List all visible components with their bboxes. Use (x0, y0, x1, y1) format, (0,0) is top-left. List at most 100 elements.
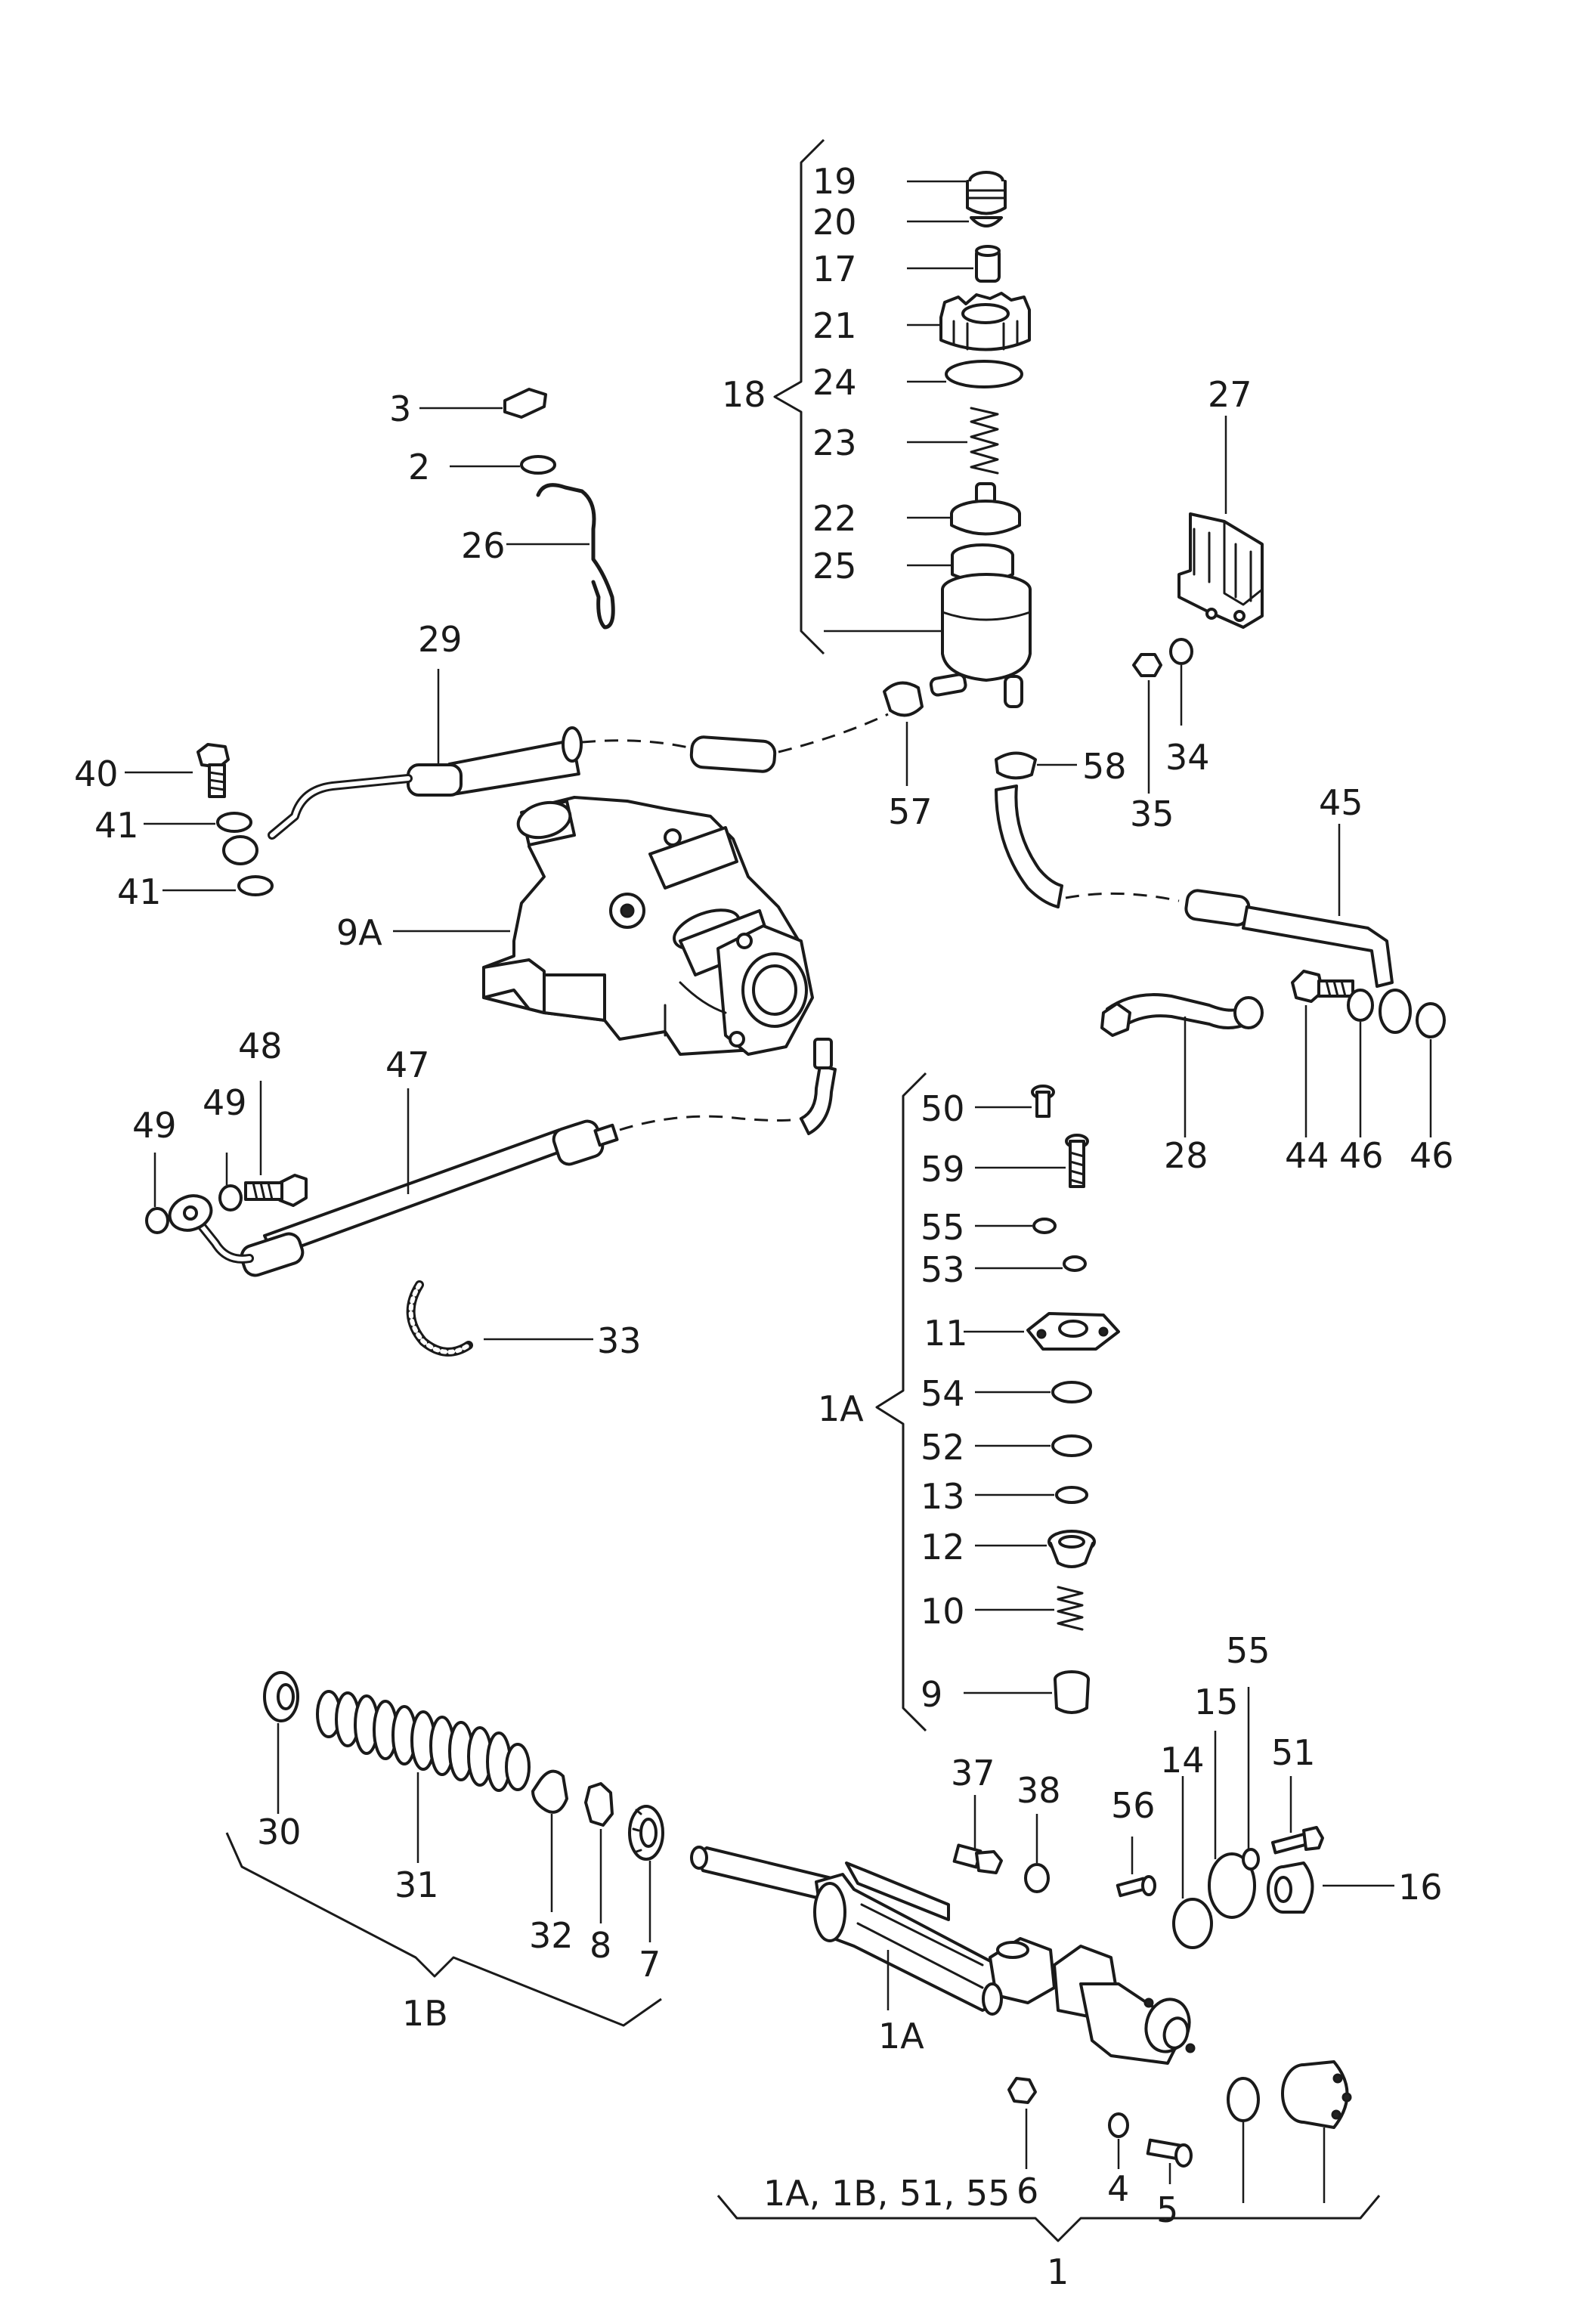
seal-30 (263, 1671, 299, 1722)
label-31: 31 (395, 1864, 439, 1905)
spring-23 (970, 407, 999, 475)
label-1A-rack: 1A (878, 2016, 924, 2056)
label-37: 37 (951, 1753, 995, 1793)
filter-22 (950, 482, 1021, 536)
screw-5 (1146, 2138, 1193, 2168)
o-ring-52 (1051, 1434, 1092, 1457)
label-22: 22 (812, 498, 857, 539)
valve-cup-12 (1047, 1530, 1096, 1568)
fitting-37 (952, 1843, 1003, 1874)
label-8: 8 (590, 1925, 611, 1966)
label-18: 18 (722, 374, 766, 415)
label-15: 15 (1194, 1682, 1239, 1722)
label-41-upper: 41 (94, 805, 139, 846)
brace-1A (875, 1072, 927, 1732)
label-44: 44 (1285, 1135, 1329, 1176)
sleeve-17 (975, 245, 1001, 283)
washer-49-left (145, 1207, 169, 1234)
label-32: 32 (529, 1915, 574, 1956)
label-30: 30 (257, 1812, 302, 1852)
band-clamp-33 (406, 1280, 473, 1357)
pipe-28 (1100, 993, 1264, 1037)
label-9: 9 (921, 1674, 942, 1715)
label-49-left: 49 (132, 1105, 177, 1146)
nut-35 (1132, 653, 1162, 677)
hose-clamp-57 (883, 681, 924, 717)
label-3: 3 (389, 388, 411, 429)
label-55-rack: 55 (1226, 1630, 1270, 1671)
o-ring-rack (1227, 2077, 1260, 2122)
label-23: 23 (812, 422, 857, 463)
label-25: 25 (812, 546, 857, 586)
washer-2 (520, 455, 556, 475)
reservoir-body (929, 573, 1032, 708)
screw-56 (1116, 1875, 1156, 1898)
label-46-left: 46 (1339, 1135, 1384, 1176)
cap-19 (966, 171, 1007, 215)
washer-49-right (218, 1184, 243, 1212)
label-51: 51 (1271, 1732, 1316, 1773)
label-28: 28 (1164, 1135, 1208, 1176)
washer-55-rack (1242, 1848, 1260, 1871)
bush-16 (1267, 1861, 1314, 1914)
label-4: 4 (1107, 2168, 1129, 2209)
washer-53 (1063, 1255, 1087, 1272)
label-40: 40 (74, 754, 119, 794)
label-38: 38 (1017, 1770, 1061, 1811)
label-12: 12 (921, 1527, 965, 1567)
screw-59 (1065, 1134, 1089, 1188)
label-41-lower: 41 (117, 871, 162, 912)
banjo-bolt-48 (244, 1174, 308, 1207)
brace-18 (773, 138, 825, 655)
label-2: 2 (408, 447, 430, 487)
flange-11 (1026, 1312, 1120, 1351)
brace-1 (716, 2195, 1381, 2242)
label-11: 11 (924, 1313, 968, 1354)
return-hose-29 (222, 713, 889, 865)
washer-55-valve (1032, 1218, 1057, 1234)
label-56: 56 (1111, 1785, 1156, 1826)
brace-1B (225, 1832, 662, 2027)
o-ring-24 (945, 360, 1023, 388)
bolt-40 (196, 743, 230, 798)
washer-4 (1108, 2112, 1129, 2138)
label-1B: 1B (402, 1993, 448, 2034)
disc-14 (1172, 1898, 1213, 1949)
screw-51 (1270, 1826, 1324, 1855)
label-7: 7 (639, 1944, 661, 1985)
label-20: 20 (812, 202, 857, 243)
label-49-right: 49 (203, 1082, 247, 1123)
label-21: 21 (812, 305, 857, 346)
label-17: 17 (812, 249, 857, 289)
washer-46-right (1416, 1002, 1446, 1038)
label-48: 48 (238, 1026, 283, 1066)
label-33: 33 (597, 1320, 642, 1361)
nut-3 (503, 388, 547, 419)
label-6: 6 (1017, 2171, 1038, 2211)
label-45: 45 (1319, 782, 1363, 823)
label-14: 14 (1160, 1740, 1205, 1781)
steering-rack-1A (690, 1846, 1196, 2065)
label-35: 35 (1130, 794, 1174, 834)
bolt-50 (1031, 1085, 1055, 1118)
label-54: 54 (921, 1373, 965, 1414)
label-9A: 9A (336, 912, 382, 953)
label-group-parts: 1A, 1B, 51, 55 (763, 2173, 1010, 2214)
rack-mount-bush (1281, 2060, 1352, 2129)
hose-clamp-58 (995, 751, 1037, 780)
nut-6 (1007, 2077, 1037, 2104)
bracket-wire-26 (536, 483, 615, 630)
bracket-27 (1177, 512, 1264, 629)
label-29: 29 (418, 619, 463, 660)
washer-38 (1024, 1863, 1050, 1893)
label-16: 16 (1398, 1867, 1443, 1908)
label-19: 19 (812, 161, 857, 202)
lock-nut-8 (584, 1782, 614, 1827)
label-27: 27 (1208, 374, 1252, 415)
label-55-valve: 55 (921, 1207, 965, 1248)
label-50: 50 (921, 1088, 965, 1129)
label-47: 47 (385, 1044, 430, 1085)
label-58: 58 (1082, 746, 1127, 787)
spring-10 (1057, 1586, 1084, 1631)
